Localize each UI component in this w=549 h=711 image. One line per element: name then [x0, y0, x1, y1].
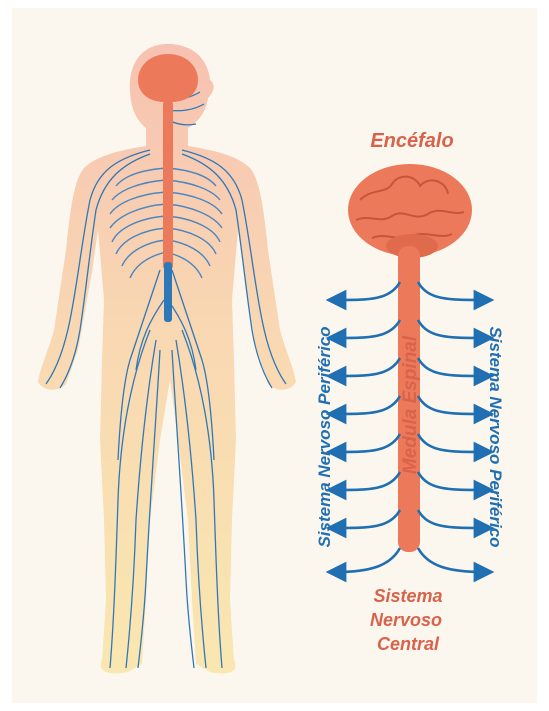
arrow-left-7 [336, 510, 400, 528]
arrow-right-6 [418, 472, 484, 490]
arrow-right-2 [418, 320, 484, 338]
arrow-left-1 [336, 282, 400, 300]
arrow-left-8 [336, 548, 400, 572]
pns-label-right: Sistema Nervoso Periférico [486, 326, 505, 547]
cns-label-line3: Central [377, 634, 440, 654]
cns-label-line1: Sistema [373, 586, 442, 606]
brain-label: Encéfalo [370, 130, 453, 152]
pns-label-left: Sistema Nervoso Periférico [315, 326, 334, 547]
arrow-left-3 [336, 358, 400, 376]
body-brain [138, 54, 198, 102]
arrow-left-5 [336, 434, 400, 452]
arrow-right-8 [418, 548, 484, 572]
arrow-left-4 [336, 396, 400, 414]
cns-label-line2: Nervoso [370, 610, 442, 630]
body-spinal-cord [163, 100, 173, 270]
arrow-left-6 [336, 472, 400, 490]
arrow-right-7 [418, 510, 484, 528]
body-cauda-equina [164, 262, 172, 322]
brain-schematic [348, 164, 472, 258]
arrow-right-5 [418, 434, 484, 452]
arrow-left-2 [336, 320, 400, 338]
arrow-right-3 [418, 358, 484, 376]
arrow-right-4 [418, 396, 484, 414]
arrow-right-1 [418, 282, 484, 300]
spinal-cord-label: Medula Espinal [400, 335, 421, 474]
